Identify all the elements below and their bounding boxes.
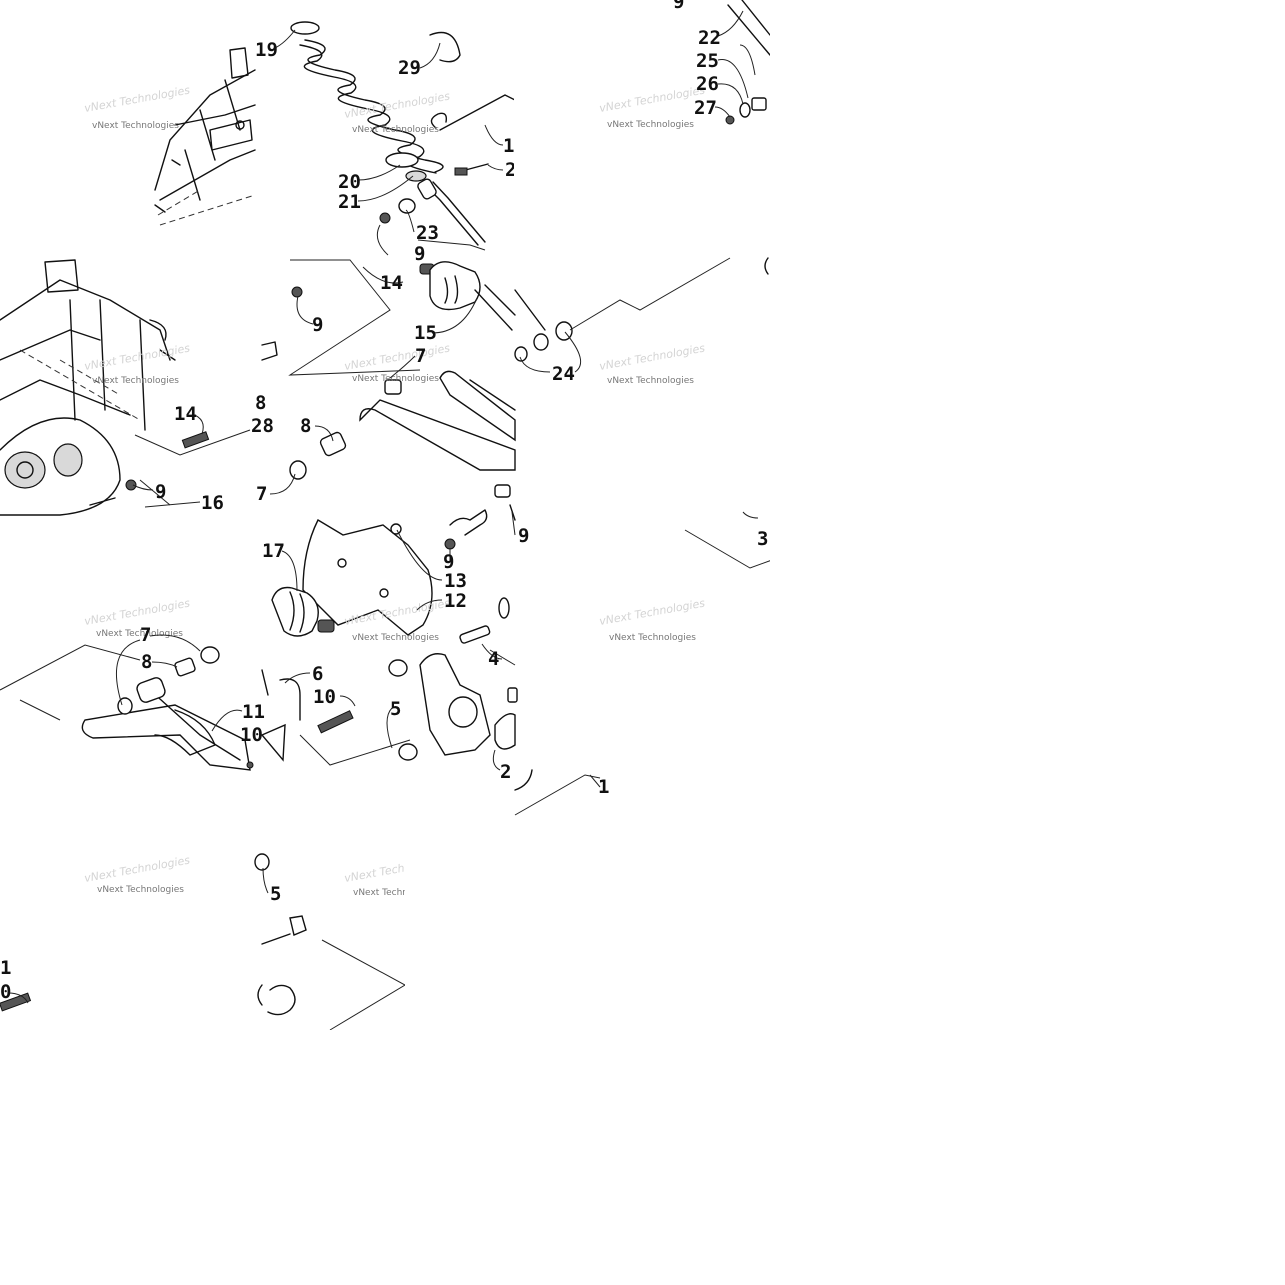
callout-label: 29 <box>398 57 421 79</box>
callout-label: 4 <box>488 648 499 670</box>
callout-label: 28 <box>251 415 274 437</box>
callout-label: 7 <box>415 345 426 367</box>
callout-label: 2 <box>500 761 511 783</box>
watermark: vNext Technologies <box>352 374 439 384</box>
callout-label: 7 <box>140 624 151 646</box>
callout-label: 13 <box>444 570 467 592</box>
callout-label: 2 <box>505 159 516 181</box>
callout-label: 8 <box>141 651 152 673</box>
callout-labels: 19 29 9 22 25 26 27 1 2 20 21 23 9 14 9 … <box>0 0 768 1003</box>
watermark-ghost: vNext Technologies <box>83 597 191 628</box>
callout-label: 5 <box>270 883 281 905</box>
callout-label: 9 <box>443 551 454 573</box>
watermark: vNext Technologies <box>97 885 184 895</box>
watermark-ghost: vNext Technologies <box>598 84 706 115</box>
bolt-part <box>569 257 773 569</box>
watermark: vNext Technologies <box>352 633 439 643</box>
watermark-ghost: vNext Technologies <box>83 342 191 373</box>
watermark: vNext Technologies <box>96 629 183 639</box>
callout-label: 0 <box>0 981 11 1003</box>
callout-label: 8 <box>255 392 266 414</box>
callout-label: 15 <box>414 322 437 344</box>
frame-part <box>154 47 256 226</box>
callout-label: 8 <box>300 415 311 437</box>
shock-spring-part <box>290 21 516 256</box>
callout-leaders <box>7 10 759 1004</box>
callout-label: 26 <box>696 73 719 95</box>
line-part <box>514 769 601 816</box>
lower-a-arm-part <box>0 644 254 771</box>
callout-label: 1 <box>0 957 11 979</box>
callout-label: 16 <box>201 492 224 514</box>
callout-label: 10 <box>240 724 263 746</box>
callout-label: 14 <box>174 403 197 425</box>
watermark: vNext Technologies <box>609 633 696 643</box>
knuckle-part <box>260 484 518 766</box>
bolt-lower-part <box>0 992 32 1012</box>
bushing-ring-part <box>254 853 407 1031</box>
watermark-ghost: vNext Technologies <box>598 597 706 628</box>
watermark-ghost: vNext Technologies <box>343 342 451 373</box>
watermark-ghost: vNext Technologies <box>83 854 191 885</box>
watermark-ghost: vNext Technologies <box>83 84 191 115</box>
callout-label: 27 <box>694 97 717 119</box>
callout-label: 1 <box>598 776 609 798</box>
callout-label: 11 <box>242 701 265 723</box>
callout-label: 9 <box>673 0 684 13</box>
callout-label: 9 <box>155 481 166 503</box>
callout-label: 9 <box>312 314 323 336</box>
watermark-ghost: vNext Technologies <box>598 342 706 373</box>
callout-label: 22 <box>698 27 721 49</box>
callout-label: 9 <box>414 243 425 265</box>
watermark-layer: vNext Technologies vNext Technologies vN… <box>83 84 706 899</box>
callout-label: 20 <box>338 171 361 193</box>
watermark: vNext Technologies <box>607 120 694 130</box>
watermark: vNext Technologies <box>352 125 439 135</box>
callout-label: 7 <box>256 483 267 505</box>
callout-label: 3 <box>757 528 768 550</box>
callout-label: 25 <box>696 50 719 72</box>
callout-label: 1 <box>503 135 514 157</box>
callout-label: 21 <box>338 191 361 213</box>
pin-part <box>725 0 771 125</box>
callout-label: 5 <box>390 698 401 720</box>
callout-label: 12 <box>444 590 467 612</box>
callout-label: 6 <box>312 663 323 685</box>
callout-label: 9 <box>518 525 529 547</box>
watermark: vNext Technologies <box>92 376 179 386</box>
callout-label: 24 <box>552 363 575 385</box>
callout-label: 23 <box>416 222 439 244</box>
upper-a-arm-part <box>261 259 573 480</box>
frame-engine-part <box>0 259 251 516</box>
watermark: vNext Technologies <box>92 121 179 131</box>
callout-label: 14 <box>380 272 403 294</box>
watermark: vNext Technologies <box>353 888 440 898</box>
callout-label: 10 <box>313 686 336 708</box>
watermark: vNext Technologies <box>607 376 694 386</box>
callout-label: 19 <box>255 39 278 61</box>
callout-label: 17 <box>262 540 285 562</box>
